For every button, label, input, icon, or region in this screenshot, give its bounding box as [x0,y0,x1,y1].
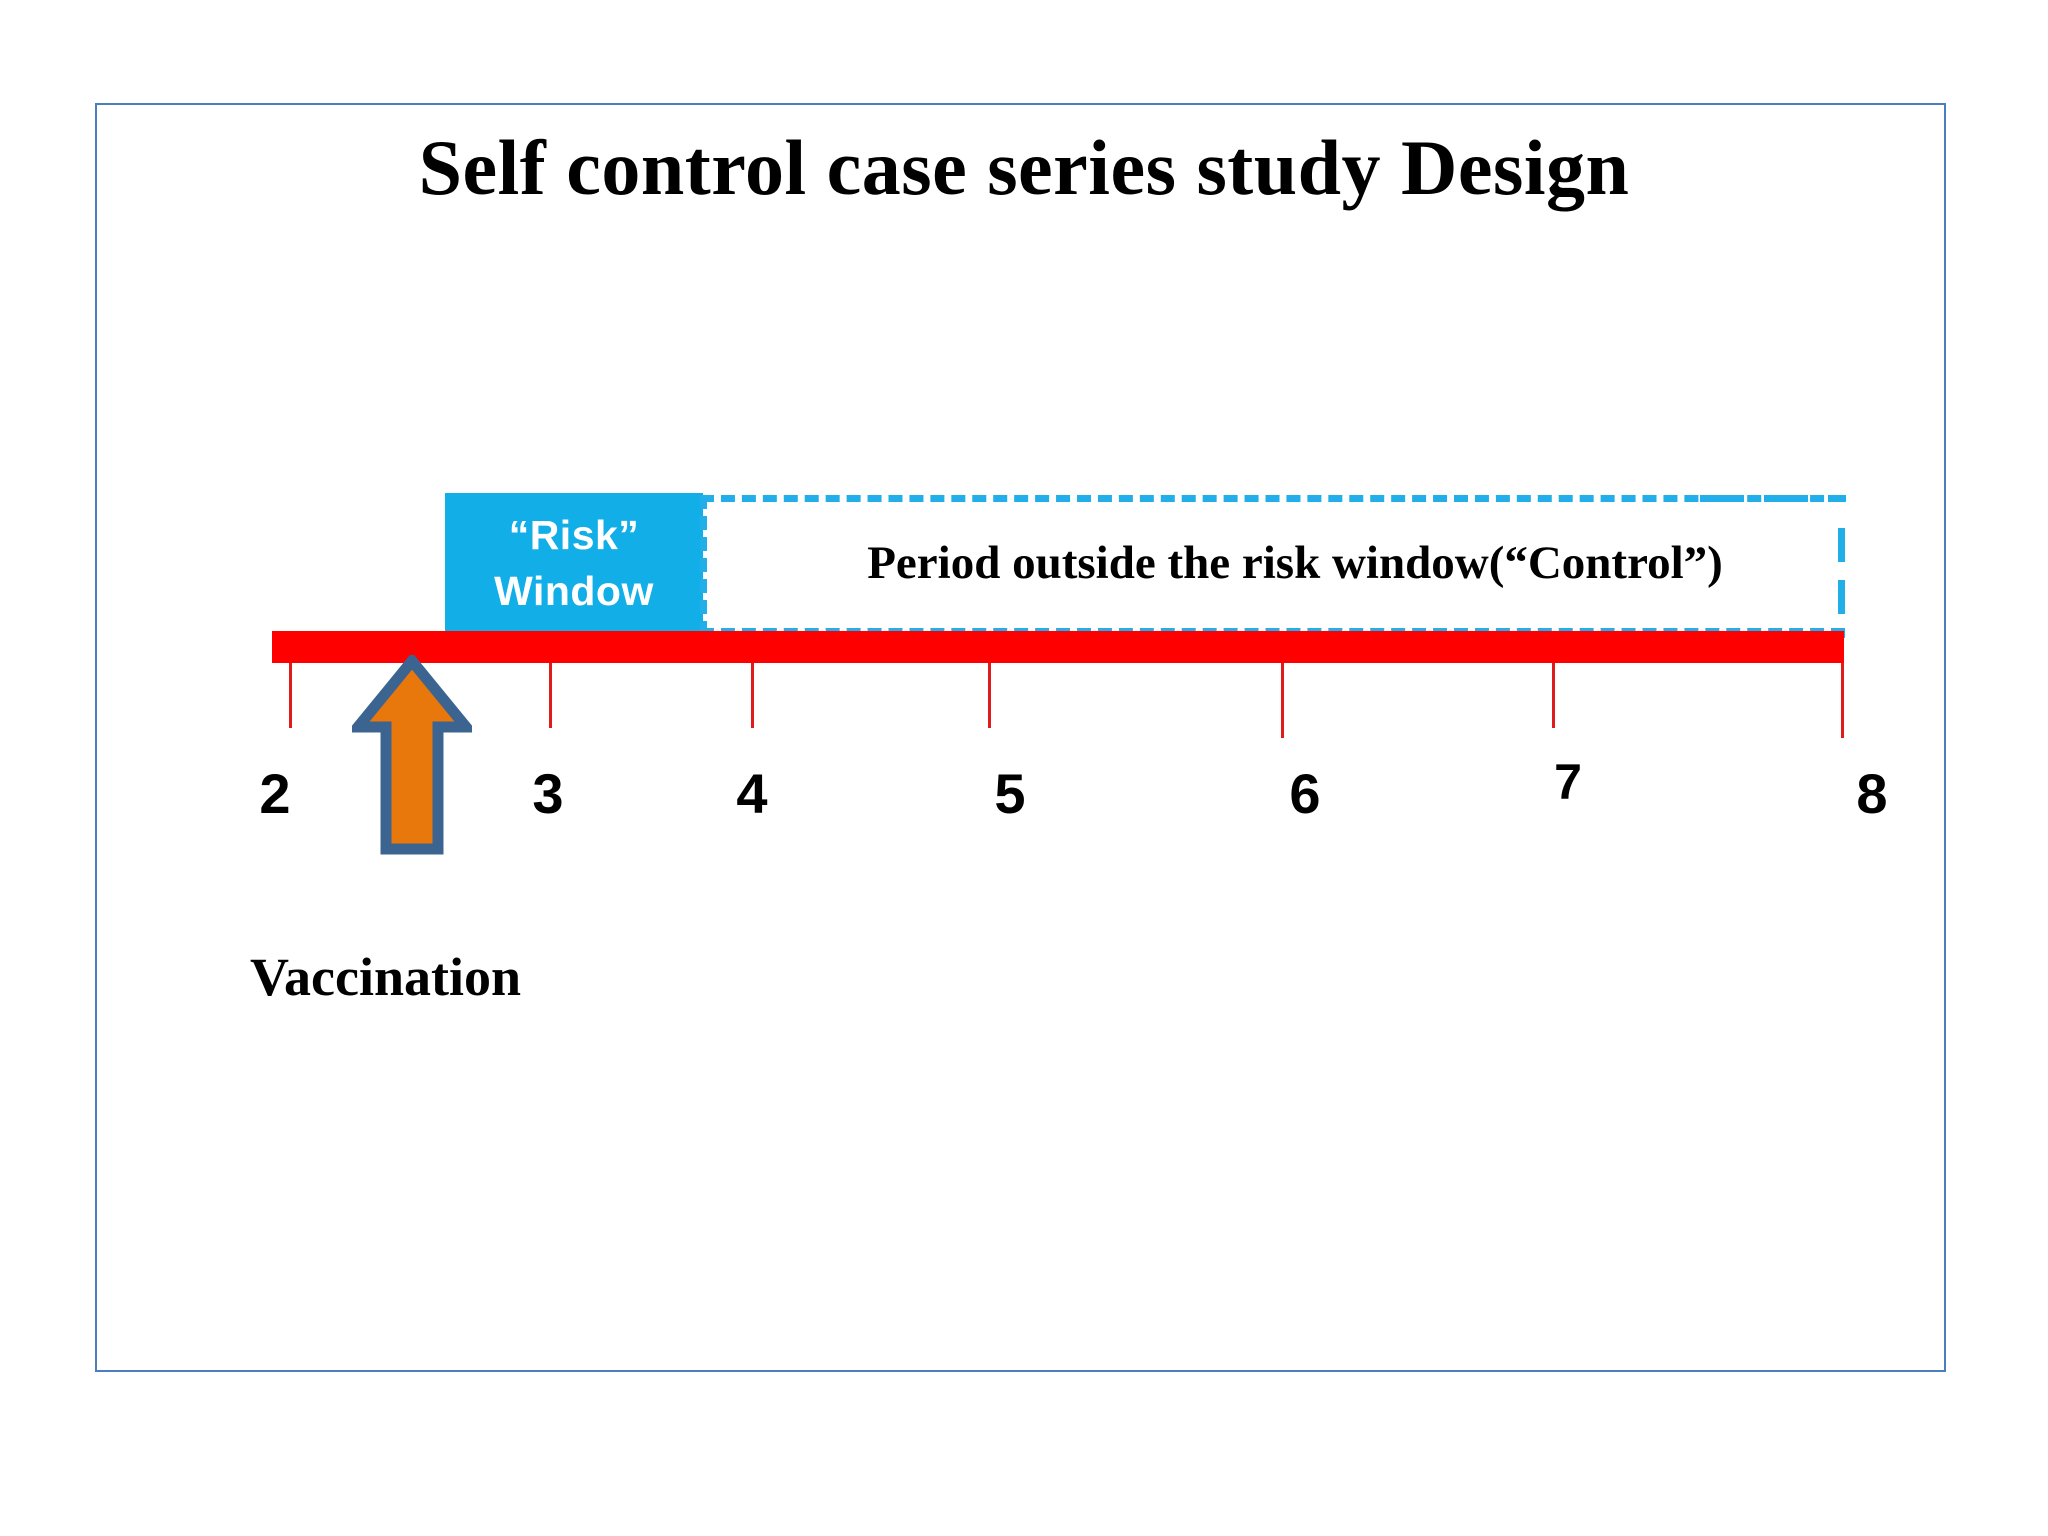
tick-label-7: 7 [1554,754,1582,810]
tick-label-8: 8 [1856,762,1888,825]
tick-mark-4 [751,663,754,728]
control-window-label: Period outside the risk window(“Control”… [867,537,1723,589]
page-title: Self control case series study Design [418,124,1630,211]
tick-mark-3 [549,663,552,728]
risk-window-label-line2: Window [494,567,654,614]
tick-mark-5 [988,663,991,728]
tick-mark-2 [289,663,292,728]
control-window-top-edge-extension [1700,495,1846,502]
tick-label-2: 2 [259,762,291,825]
tick-mark-7 [1552,663,1555,728]
risk-window-label-line1: “Risk” [508,511,640,558]
tick-label-5: 5 [994,762,1026,825]
tick-label-6: 6 [1289,762,1321,825]
tick-label-4: 4 [736,762,768,825]
risk-window-block: “Risk” Window [445,493,703,632]
tick-mark-8 [1841,663,1844,738]
vaccination-label: Vaccination [250,947,522,1007]
control-window-right-edge [1838,528,1845,638]
vaccination-arrow-icon [346,652,478,855]
tick-label-3: 3 [532,762,564,825]
tick-mark-6 [1281,663,1284,738]
timeline-bar [272,631,1844,663]
